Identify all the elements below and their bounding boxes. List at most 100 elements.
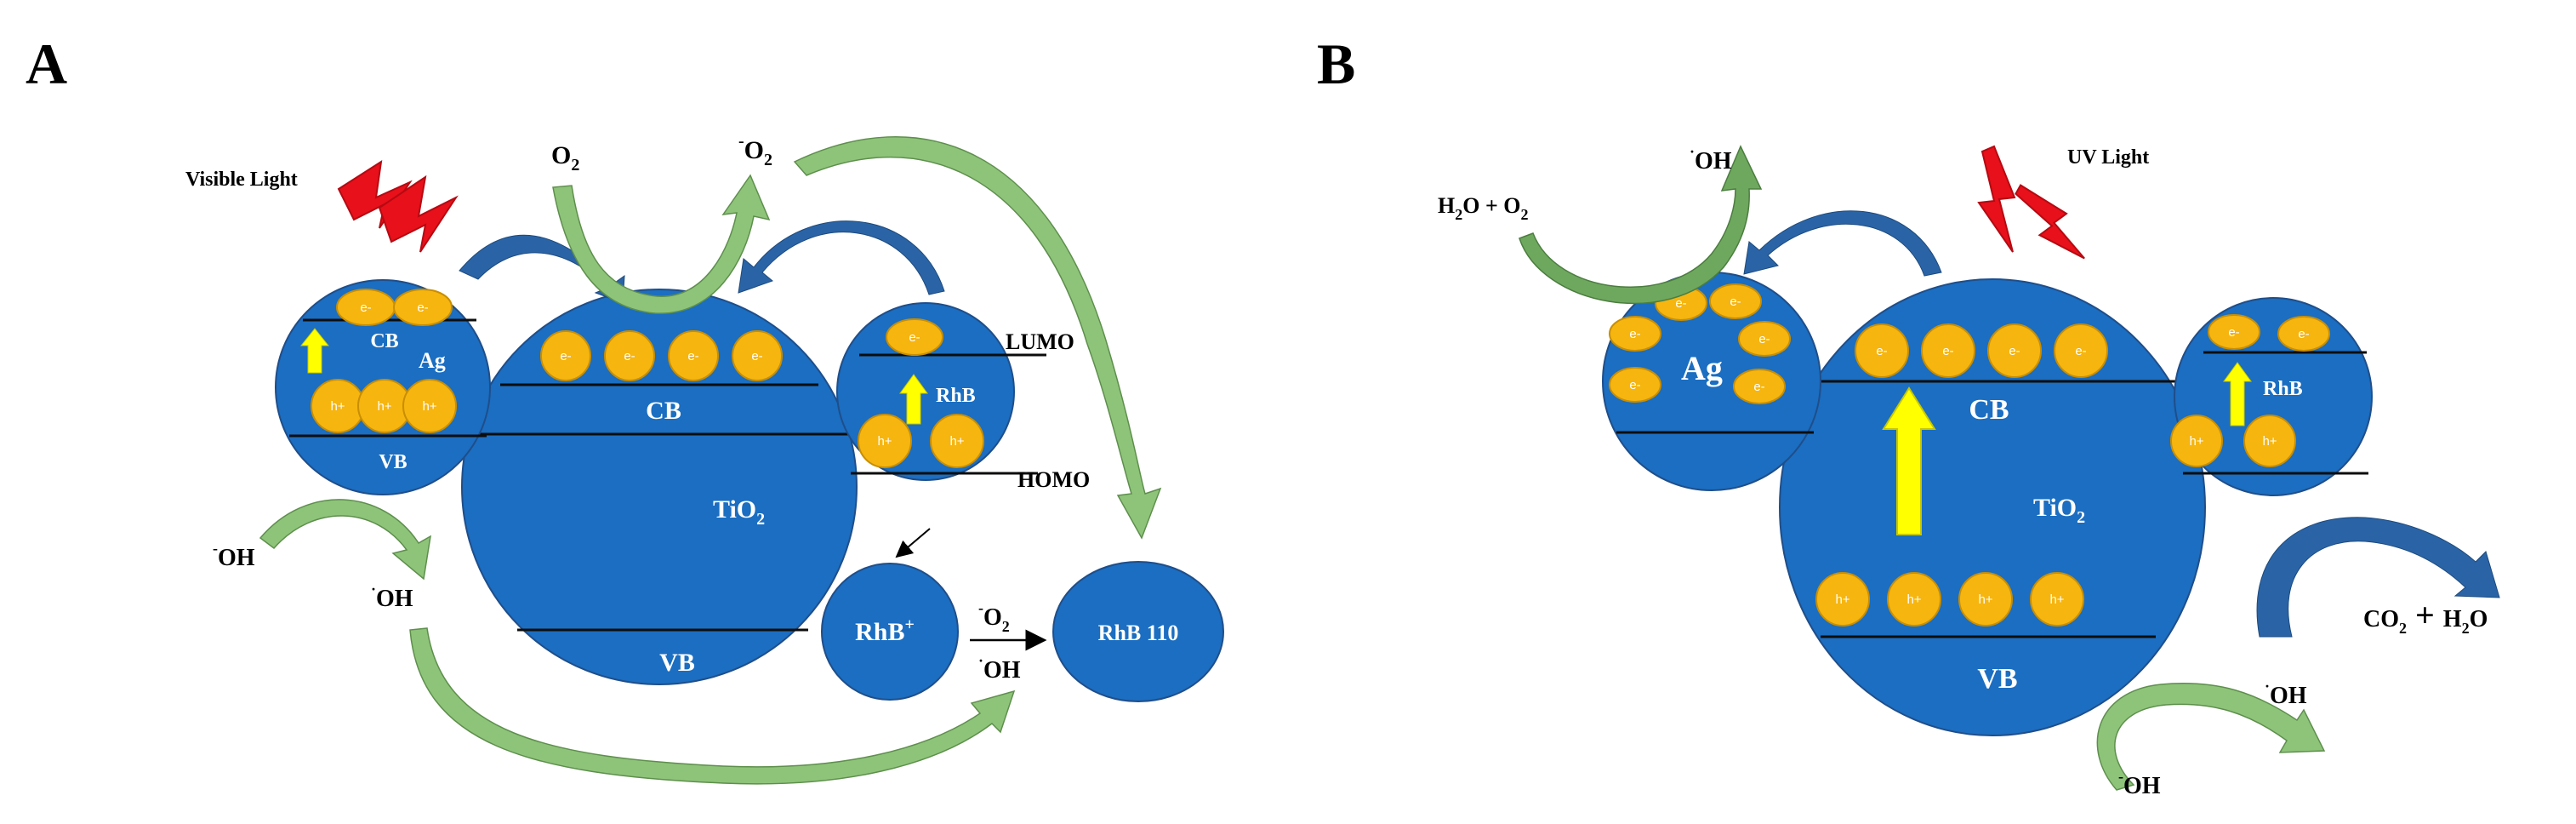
electron-label: e- [360,300,371,315]
rhb-excitation-arrow-icon [899,374,928,425]
rhb110-label: RhB 110 [1098,621,1179,645]
electron [1609,367,1661,403]
tio2-sphere-b [1779,278,2206,736]
lumo-label: LUMO [1006,329,1074,354]
electron-label: e- [1629,327,1640,341]
hydroxyl-mid-label: ·OH [371,581,413,612]
hole-label: h+ [422,399,436,414]
panel-a-letter: A [26,31,67,96]
tio2-vb-label-b: VB [1977,663,2017,695]
ag-cb-label: CB [370,330,398,352]
hole-label: h+ [2189,434,2203,449]
electron [540,330,591,381]
rhb-plus-sphere [821,563,959,701]
rhb-name-label-b: RhB [2263,378,2303,400]
tio2-to-ag-transfer-arrow-icon [1743,210,1942,277]
electron [732,330,783,381]
tio2-cb-label-b: CB [1969,394,2009,426]
water-oxygen-label: H2O + O2 [1438,193,1529,223]
electron [2054,323,2108,378]
hole [858,414,912,468]
hole [2170,415,2223,467]
electron [1609,316,1661,352]
electron-label: e- [909,330,920,345]
visible-light-bolt-icon [337,159,459,253]
hole [930,414,984,468]
electron-label: e- [1942,344,1953,358]
hole-label: h+ [330,399,345,414]
electron-label: e- [687,349,698,363]
hole [2243,415,2296,467]
rhb-degradation-arrow-icon [2256,517,2500,638]
hydroxide-bottom-label: -OH [2118,768,2161,799]
electron-label: e- [2298,327,2309,341]
rhb110-sphere [1052,561,1224,702]
ag-electrons: e- e- [336,289,453,326]
tio2-vb-label: VB [659,649,695,677]
tio2-electrons-b: e- e- e- e- [1855,323,2108,378]
hydroxyl-right-label: ·OH [2265,678,2307,709]
tio2-electrons: e- e- e- e- [540,330,783,381]
electron-label: e- [2009,344,2020,358]
hole [1887,572,1941,627]
rhb-to-tio2-transfer-arrow-icon [738,220,945,295]
panel-a: A Visible Light CB VB TiO2 e- e- e- e- [26,31,1224,785]
electron [1733,369,1786,404]
panel-b: B UV Light CB VB TiO2 e- e- e- e- h+ [1317,31,2500,799]
hydroxide-to-hydroxyl-arrow-icon [2096,683,2326,791]
electron [2208,314,2260,350]
hole [1958,572,2013,627]
electron-label: e- [1629,378,1640,392]
electron-label: e- [1753,380,1764,394]
hydroxyl-formation-arrow-icon [259,499,431,581]
ag-holes: h+ h+ h+ [311,379,457,433]
oxygen-reduction-arrow-icon [552,174,771,314]
electron [393,289,453,326]
hydroxide-left-label: -OH [213,540,255,571]
hydroxyl-top-label: ·OH [1690,143,1732,175]
tio2-name-label-b: TiO2 [2033,494,2085,527]
electron-label: e- [1730,295,1741,309]
electron-label: e- [1876,344,1887,358]
electron [1709,283,1762,319]
rhb-name-label: RhB [936,385,976,407]
hole [402,379,457,433]
panel-b-letter: B [1317,31,1355,96]
superoxide-label: -O2 [738,132,772,169]
ag-excitation-arrow-icon [299,328,330,374]
products-label: CO2+H2O [2363,596,2488,637]
hole-label: h+ [377,399,391,414]
electron [1987,323,2042,378]
uv-light-bolt-icon [1977,145,2085,260]
tio2-holes-b: h+ h+ h+ h+ [1815,572,2084,627]
electron [2277,316,2330,352]
electron-label: e- [1758,332,1770,346]
oxygen-label: O2 [551,141,579,175]
water-oxidation-arrow-icon [1519,145,1763,305]
homo-label: HOMO [1017,467,1090,492]
electron-label: e- [417,300,428,315]
electron [1921,323,1975,378]
ag-name-label: Ag [419,348,446,373]
tio2-sphere [461,289,858,685]
tio2-excitation-arrow-icon [1882,386,1936,535]
superoxide-to-product-arrow-icon [793,136,1162,540]
hydroxyl-to-product-arrow-icon [409,627,1016,785]
tio2-name-label: TiO2 [713,495,765,529]
ag-name-label-b: Ag [1681,349,1723,387]
electron-label: e- [2075,344,2086,358]
electron-label: e- [1675,296,1686,311]
rhb-excitation-arrow-icon-b [2223,362,2252,426]
rhb-plus-label: RhB+ [855,615,915,646]
tio2-cb-label: CB [646,397,681,425]
uv-light-label: UV Light [2067,146,2149,169]
electron-label: e- [2228,325,2239,340]
hole [1815,572,1870,627]
hole-label: h+ [1978,592,1992,607]
hole [2030,572,2084,627]
electron [886,318,943,356]
electron [1738,321,1791,357]
electron-label: e- [624,349,635,363]
visible-light-label: Visible Light [185,169,298,191]
hole-label: h+ [949,434,964,449]
